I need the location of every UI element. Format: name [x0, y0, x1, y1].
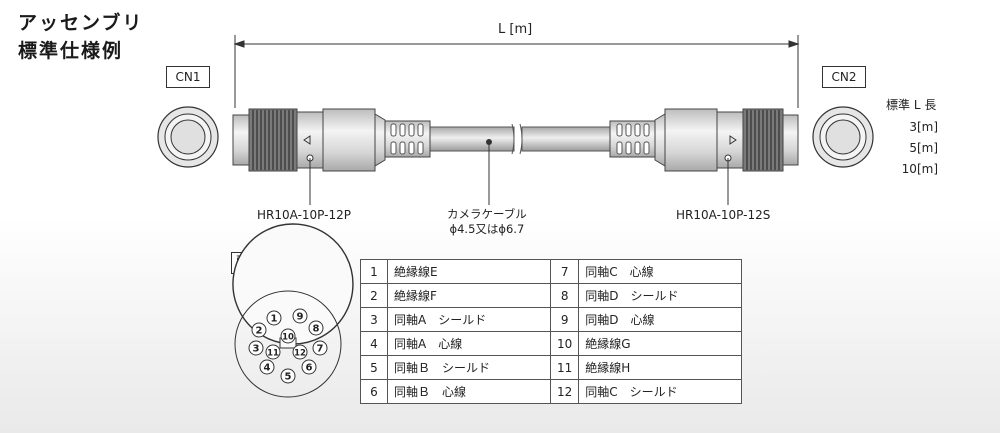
cable-label: カメラケーブル ϕ4.5又はϕ6.7 [447, 207, 527, 237]
pin-number-label: 2 [256, 326, 263, 337]
pin-signal-cell: 同軸A 心線 [387, 331, 551, 356]
pin-number-cell: 1 [360, 259, 388, 284]
pin-number-label: 8 [313, 324, 320, 335]
pin-number-cell: 9 [549, 307, 580, 332]
pin-number-label: 3 [253, 344, 260, 355]
pin-circle [280, 368, 296, 384]
pin-number-cell: 8 [549, 283, 580, 308]
pin-signal-cell: 絶縁線E [387, 259, 551, 284]
pin-signal-cell: 同軸Ｂ 心線 [387, 379, 551, 404]
standard-length-5m: 5[m] [909, 141, 938, 155]
pin-number-cell: 12 [549, 379, 580, 404]
title-line-1: アッセンブリ [18, 12, 144, 34]
cn2-label: CN2 [822, 66, 866, 88]
cn1-end-view [157, 106, 219, 168]
pin-circle [248, 340, 264, 356]
pin-circle [308, 320, 324, 336]
pin-number-label: 9 [297, 312, 304, 323]
pin-number-label: 1 [271, 314, 278, 325]
left-plug-label: HR10A-10P-12P [257, 208, 351, 222]
pin-number-label: 6 [306, 363, 313, 374]
pin-signal-cell: 絶縁線G [578, 331, 743, 356]
pin-signal-cell: 同軸C シールド [578, 379, 743, 404]
pin-number-cell: 3 [360, 307, 388, 332]
pin-number-cell: 4 [360, 331, 388, 356]
pin-signal-cell: 絶縁線F [387, 283, 551, 308]
pin-number-cell: 6 [360, 379, 388, 404]
standard-length-10m: 10[m] [901, 162, 938, 176]
standard-length-header: 標準 L 長 [886, 98, 937, 112]
pin-circle [266, 310, 282, 326]
pin-number-label: 10 [282, 333, 294, 343]
left-plug-body [232, 108, 431, 172]
title-line-2: 標準仕様例 [18, 40, 124, 62]
pin-signal-cell: 同軸A シールド [387, 307, 551, 332]
pin-number-cell: 7 [549, 259, 580, 284]
camera-cable [429, 123, 611, 155]
pin-number-cell: 11 [549, 355, 580, 380]
pin-circle [312, 340, 328, 356]
length-dimension-label: L [m] [498, 22, 533, 37]
pin-signal-cell: 同軸D 心線 [578, 307, 743, 332]
pin-circle [301, 359, 317, 375]
pin-circle [259, 359, 275, 375]
pin-number-label: 11 [267, 349, 279, 359]
cn2-end-view [812, 106, 874, 168]
pin-signal-cell: 絶縁線H [578, 355, 743, 380]
pin-number-label: 5 [285, 372, 292, 383]
pin-signal-cell: 同軸Ｂ シールド [387, 355, 551, 380]
pin-number-cell: 5 [360, 355, 388, 380]
pin-signal-cell: 同軸D シールド [578, 283, 743, 308]
pin-circle [292, 308, 308, 324]
pin-signal-cell: 同軸C 心線 [578, 259, 743, 284]
pin-number-label: 4 [264, 363, 271, 374]
pin-circle [292, 344, 308, 360]
standard-length-3m: 3[m] [909, 120, 938, 134]
cable-name: カメラケーブル [447, 207, 527, 221]
right-plug-label: HR10A-10P-12S [676, 208, 771, 222]
length-dimension-line [233, 35, 800, 108]
pin-circle [280, 328, 296, 344]
pin-number-cell: 2 [360, 283, 388, 308]
cn1-label: CN1 [166, 66, 210, 88]
pin-circle [265, 344, 281, 360]
cable-diameter: ϕ4.5又はϕ6.7 [449, 222, 525, 236]
leader-lines [309, 139, 729, 205]
pin-number-label: 12 [294, 349, 306, 359]
right-plug-body [609, 108, 799, 172]
pin-circle [251, 322, 267, 338]
pin-number-label: 7 [317, 344, 324, 355]
pin-number-cell: 10 [549, 331, 580, 356]
